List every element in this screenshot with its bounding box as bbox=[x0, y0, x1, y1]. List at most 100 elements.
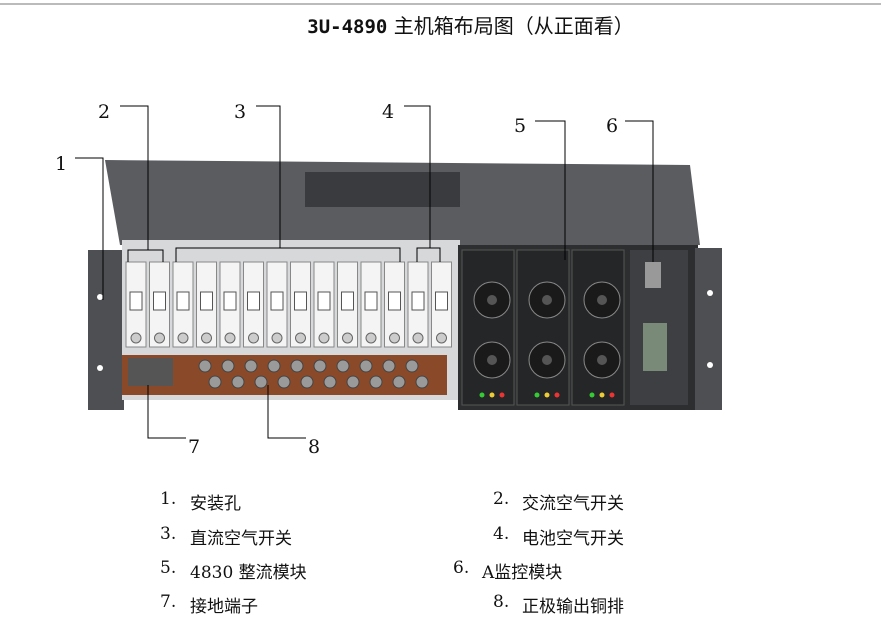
bolt bbox=[221, 359, 235, 373]
callout-1: 1 bbox=[55, 153, 68, 175]
status-led bbox=[544, 392, 550, 398]
bolt bbox=[415, 375, 429, 389]
legend-label: 正极输出铜排 bbox=[522, 597, 624, 617]
title-text: 主机箱布局图（从正面看） bbox=[393, 14, 634, 38]
status-led bbox=[599, 392, 605, 398]
bolt bbox=[267, 359, 281, 373]
bolt bbox=[359, 359, 373, 373]
breaker-toggle bbox=[364, 291, 378, 311]
bolt bbox=[290, 359, 304, 373]
callout-8: 8 bbox=[308, 436, 321, 458]
breaker-screw bbox=[389, 332, 400, 344]
rectifier-module bbox=[516, 249, 570, 406]
breakers bbox=[125, 261, 452, 348]
breaker-screw bbox=[318, 332, 330, 344]
status-led bbox=[554, 392, 560, 398]
right-mount-bracket bbox=[695, 248, 722, 410]
callout-4: 4 bbox=[382, 101, 395, 123]
status-led bbox=[479, 392, 485, 398]
bolt bbox=[231, 375, 245, 389]
breaker-toggle bbox=[247, 291, 260, 311]
bolt bbox=[244, 359, 258, 373]
breaker-toggle bbox=[294, 291, 307, 311]
legend-num: 5. bbox=[160, 558, 177, 578]
fan-hub bbox=[487, 295, 497, 305]
callout-6: 6 bbox=[606, 115, 619, 137]
bolt bbox=[277, 375, 291, 389]
mount-hole bbox=[97, 365, 103, 371]
page-top-border bbox=[0, 3, 881, 5]
bolts bbox=[198, 359, 429, 389]
breaker-screw bbox=[248, 332, 259, 344]
fan-hub bbox=[487, 355, 497, 365]
left-mount-bracket bbox=[88, 250, 124, 410]
legend-label: 4830 整流模块 bbox=[190, 563, 307, 583]
bolt bbox=[392, 375, 406, 389]
legend-label: 交流空气开关 bbox=[522, 494, 624, 514]
status-led bbox=[499, 392, 505, 398]
title-model: 3U-4890 bbox=[307, 16, 388, 38]
breaker-toggle bbox=[388, 291, 401, 311]
legend-num: 6. bbox=[453, 558, 470, 578]
breaker-toggle bbox=[317, 291, 331, 311]
breaker-screw bbox=[342, 332, 353, 344]
status-led bbox=[609, 392, 615, 398]
bolt bbox=[208, 375, 222, 389]
vent-grille bbox=[305, 172, 460, 207]
mount-hole bbox=[707, 362, 713, 368]
bolt bbox=[323, 375, 337, 389]
status-led bbox=[489, 392, 495, 398]
callout-2: 2 bbox=[98, 101, 111, 123]
breaker-toggle bbox=[270, 291, 284, 311]
bolt bbox=[382, 359, 396, 373]
rj45-port bbox=[645, 262, 661, 288]
ground-terminal bbox=[128, 358, 173, 386]
rectifier-module bbox=[571, 249, 625, 406]
mount-hole bbox=[97, 294, 103, 300]
fan-hub bbox=[597, 355, 607, 365]
legend-num: 4. bbox=[493, 524, 510, 544]
breaker-screw bbox=[154, 332, 165, 344]
status-led bbox=[534, 392, 540, 398]
callout-3: 3 bbox=[234, 101, 247, 123]
breaker-screw bbox=[295, 332, 306, 344]
fans bbox=[461, 249, 625, 406]
breaker-toggle bbox=[223, 291, 237, 311]
legend-label: 电池空气开关 bbox=[522, 529, 624, 549]
breaker-screw bbox=[436, 332, 447, 344]
callout-5: 5 bbox=[514, 115, 527, 137]
bolt bbox=[300, 375, 314, 389]
bolt bbox=[254, 375, 268, 389]
lcd-display bbox=[643, 323, 667, 371]
breaker-toggle bbox=[176, 291, 190, 311]
legend-label: A监控模块 bbox=[482, 563, 563, 583]
fan-hub bbox=[542, 295, 552, 305]
legend-label: 接地端子 bbox=[190, 597, 258, 617]
breaker-toggle bbox=[341, 291, 354, 311]
rectifier-module bbox=[461, 249, 515, 406]
callout-7: 7 bbox=[188, 436, 201, 458]
breaker-toggle bbox=[153, 291, 166, 311]
bolt bbox=[369, 375, 383, 389]
legend-label: 安装孔 bbox=[190, 494, 241, 514]
status-led bbox=[589, 392, 595, 398]
bolt bbox=[198, 359, 212, 373]
legend-num: 1. bbox=[160, 489, 177, 509]
breaker-screw bbox=[412, 332, 424, 344]
legend-num: 7. bbox=[160, 592, 177, 612]
fan-hub bbox=[542, 355, 552, 365]
fan-hub bbox=[597, 295, 607, 305]
mount-hole bbox=[707, 290, 713, 296]
bolt bbox=[336, 359, 350, 373]
legend-num: 8. bbox=[493, 592, 510, 612]
breaker-screw bbox=[365, 332, 377, 344]
breaker-screw bbox=[271, 332, 283, 344]
breaker-screw bbox=[201, 332, 212, 344]
breaker-toggle bbox=[129, 291, 143, 311]
legend-num: 3. bbox=[160, 524, 177, 544]
page-title: 3U-4890 主机箱布局图（从正面看） bbox=[0, 10, 881, 39]
bolt bbox=[346, 375, 360, 389]
breaker-toggle bbox=[200, 291, 213, 311]
legend-num: 2. bbox=[493, 489, 510, 509]
